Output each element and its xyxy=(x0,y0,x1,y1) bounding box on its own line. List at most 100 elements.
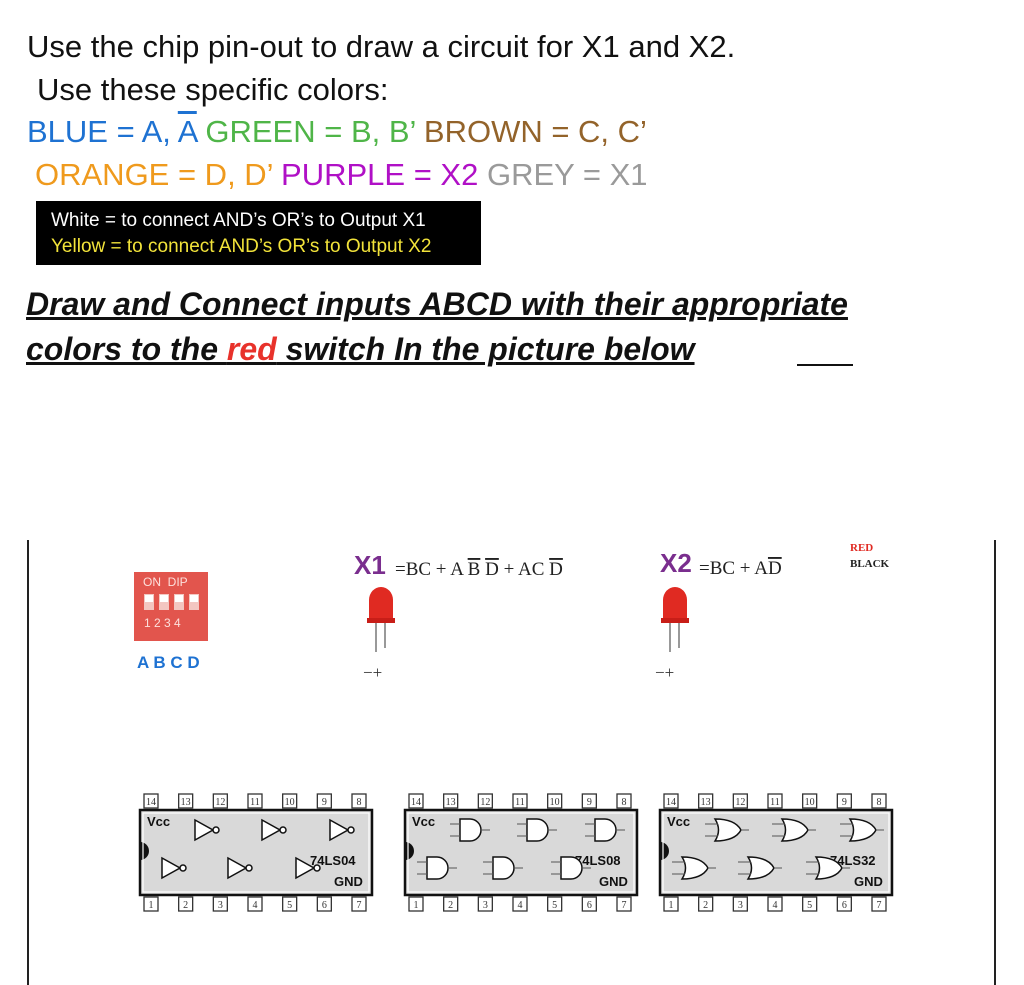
pin-box xyxy=(547,793,563,809)
pin-number: 8 xyxy=(622,797,627,808)
wire-color-note-box: White = to connect AND’s OR’s to Output … xyxy=(36,201,481,265)
task-red-word: red xyxy=(226,331,277,367)
underline-extension xyxy=(797,364,853,366)
pin-box xyxy=(836,896,852,912)
task-line-2: colors to the red switch In the picture … xyxy=(26,333,695,365)
gate-leads xyxy=(705,823,749,837)
equation-term: + AC xyxy=(499,559,545,580)
pin-number: 4 xyxy=(518,900,523,911)
led-x2[interactable]: −+ xyxy=(655,587,689,682)
pin-box xyxy=(143,896,159,912)
pin-box xyxy=(802,896,818,912)
x2-label: X2 xyxy=(660,548,692,578)
pin-number: 5 xyxy=(287,900,292,911)
vcc-label: Vcc xyxy=(412,814,435,829)
pin-number: 5 xyxy=(552,900,557,911)
legend-red-label: RED xyxy=(850,542,873,554)
pin-box xyxy=(767,896,783,912)
pin-box xyxy=(316,896,332,912)
pin-box xyxy=(512,793,528,809)
gate-leads xyxy=(772,823,816,837)
task-line-1: Draw and Connect inputs ABCD with their … xyxy=(26,286,848,322)
pin-number: 14 xyxy=(666,797,676,808)
gnd-label: GND xyxy=(599,874,628,889)
pin-box xyxy=(581,896,597,912)
task-line-2-end: switch In the picture below xyxy=(276,331,695,367)
overlined-term: D xyxy=(768,558,782,579)
pin-box xyxy=(698,793,714,809)
gate-leads xyxy=(483,861,523,875)
led-x1[interactable]: −+ xyxy=(363,587,395,682)
colors-row1-segment: GREEN = B, B’ xyxy=(196,114,424,149)
pin-number: 7 xyxy=(357,900,362,911)
gate-leads xyxy=(417,861,457,875)
or-gate-icon xyxy=(746,856,775,880)
gnd-label: GND xyxy=(334,874,363,889)
not-gate-bubble xyxy=(212,826,220,834)
chip-notch xyxy=(660,842,669,860)
led-x2-polarity: −+ xyxy=(655,663,674,682)
chip-inner-edge xyxy=(407,812,635,893)
colors-row2-segment: GREY = X1 xyxy=(486,157,648,192)
not-gate-bubble xyxy=(313,864,321,872)
figure-frame-right xyxy=(994,540,996,985)
not-gate-bubble xyxy=(245,864,253,872)
task-line-2-start: colors to the xyxy=(26,331,227,367)
pin-number: 4 xyxy=(773,900,778,911)
pin-number: 13 xyxy=(181,797,191,808)
and-gate-icon xyxy=(526,818,549,842)
and-gate-icon xyxy=(492,856,515,880)
gate-leads xyxy=(840,823,884,837)
chip-part-number: 74LS08 xyxy=(575,853,621,868)
pin-number: 11 xyxy=(770,797,780,808)
pin-number: 2 xyxy=(448,900,453,911)
pin-number: 11 xyxy=(515,797,525,808)
pin-number: 8 xyxy=(877,797,882,808)
colors-row1-segment: BLUE = A, xyxy=(27,114,178,149)
chip-part-number: 74LS04 xyxy=(310,853,356,868)
pin-number: 6 xyxy=(587,900,592,911)
instruction-line-2: Use these specific colors: xyxy=(37,72,389,107)
dip-input-labels: A B C D xyxy=(137,653,200,672)
pin-number: 5 xyxy=(807,900,812,911)
pin-number: 3 xyxy=(483,900,488,911)
colors-row1-segment: BROWN = C, C’ xyxy=(423,114,647,149)
gnd-label: GND xyxy=(854,874,883,889)
vcc-label: Vcc xyxy=(667,814,690,829)
not-gate-icon xyxy=(194,818,215,842)
pin-box xyxy=(408,896,424,912)
pin-number: 6 xyxy=(842,900,847,911)
pin-box xyxy=(247,896,263,912)
pin-number: 12 xyxy=(215,797,225,808)
pin-number: 1 xyxy=(414,900,419,911)
figure-frame-left xyxy=(27,540,29,985)
pin-box xyxy=(581,793,597,809)
pin-box xyxy=(282,793,298,809)
pin-box xyxy=(616,793,632,809)
gate-leads xyxy=(585,823,625,837)
pin-box xyxy=(732,896,748,912)
or-gate-icon xyxy=(814,856,843,880)
instruction-line-1: Use the chip pin-out to draw a circuit f… xyxy=(27,29,736,64)
pin-box xyxy=(512,896,528,912)
dip-switch[interactable]: ON DIP 1 2 3 4 A B C D xyxy=(134,572,208,672)
x2-equation: =BC + AD xyxy=(699,558,782,579)
pin-number: 10 xyxy=(550,797,560,808)
pin-box xyxy=(547,896,563,912)
color-legend-row-2: ORANGE = D, D’ PURPLE = X2 GREY = X1 xyxy=(35,159,648,190)
and-gate-icon xyxy=(560,856,583,880)
and-gate-icon xyxy=(594,818,617,842)
pin-number: 12 xyxy=(480,797,490,808)
pin-number: 9 xyxy=(587,797,592,808)
led-x1-polarity: −+ xyxy=(363,663,382,682)
dip-toggle-lever xyxy=(190,595,198,602)
not-gate-bubble xyxy=(279,826,287,834)
dip-switch-top-text: ON DIP xyxy=(143,575,188,589)
led-x1-dome xyxy=(369,587,393,620)
or-gate-icon xyxy=(680,856,709,880)
pin-box xyxy=(477,896,493,912)
pin-number: 9 xyxy=(322,797,327,808)
pin-box xyxy=(351,896,367,912)
